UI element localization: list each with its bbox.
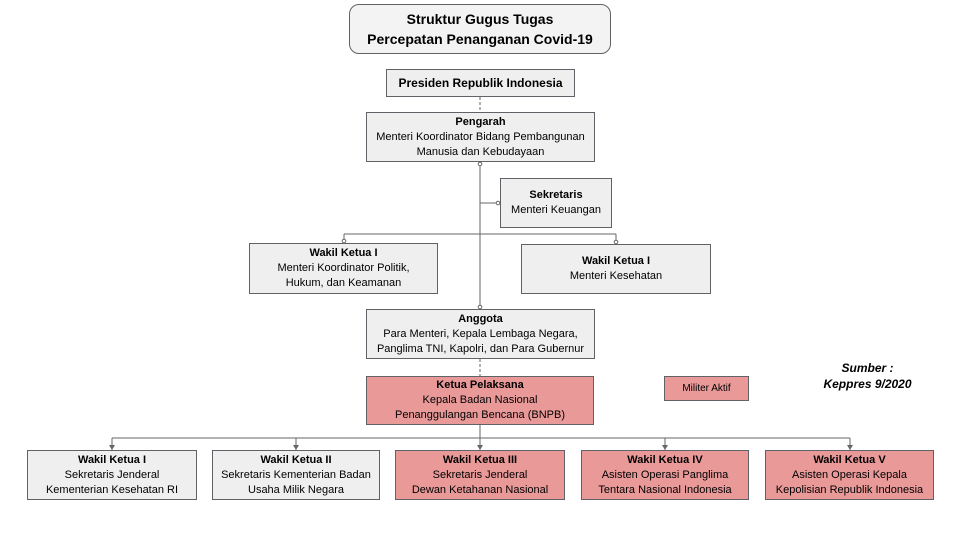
wakil-ketua-4-heading: Wakil Ketua IV: [627, 453, 703, 466]
node-presiden: Presiden Republik Indonesia: [386, 69, 575, 97]
chart-title: Struktur Gugus Tugas Percepatan Penangan…: [349, 4, 611, 54]
anggota-line-2: Panglima TNI, Kapolri, dan Para Gubernur: [376, 342, 585, 355]
node-wakil-ketua-3: Wakil Ketua III Sekretaris Jenderal Dewa…: [395, 450, 565, 500]
wakil-left-line-1: Menteri Koordinator Politik,: [277, 262, 410, 274]
title-line-2: Percepatan Penanganan Covid-19: [367, 31, 593, 47]
wakil-ketua-5-heading: Wakil Ketua V: [813, 453, 886, 466]
legend-label: Militer Aktif: [682, 383, 731, 394]
wakil-ketua-3-line-2: Dewan Ketahanan Nasional: [411, 483, 549, 496]
presiden-label: Presiden Republik Indonesia: [398, 75, 563, 90]
wakil-ketua-2-heading: Wakil Ketua II: [260, 453, 332, 466]
wakil-ketua-1-line-2: Kementerian Kesehatan RI: [45, 483, 179, 496]
sekretaris-heading: Sekretaris: [529, 189, 583, 201]
wakil-ketua-2-line-2: Usaha Milik Negara: [248, 483, 344, 496]
anggota-heading: Anggota: [458, 312, 503, 325]
anggota-line-1: Para Menteri, Kepala Lembaga Negara,: [383, 327, 578, 340]
legend-militer-aktif: Militer Aktif: [664, 376, 749, 401]
wakil-ketua-5-line-1: Asisten Operasi Kepala: [792, 468, 907, 481]
node-wakil-ketua-kesehatan: Wakil Ketua I Menteri Kesehatan: [521, 244, 711, 294]
node-pengarah: Pengarah Menteri Koordinator Bidang Pemb…: [366, 112, 595, 162]
wakil-ketua-4-line-2: Tentara Nasional Indonesia: [598, 483, 732, 496]
wakil-ketua-1-line-1: Sekretaris Jenderal: [64, 468, 160, 481]
wakil-ketua-2-line-1: Sekretaris Kementerian Badan: [221, 468, 371, 481]
wakil-ketua-3-line-1: Sekretaris Jenderal: [432, 468, 528, 481]
wakil-ketua-1-heading: Wakil Ketua I: [77, 453, 147, 466]
node-wakil-ketua-4: Wakil Ketua IV Asisten Operasi Panglima …: [581, 450, 749, 500]
sekretaris-line-1: Menteri Keuangan: [511, 204, 601, 216]
source-line-2: Keppres 9/2020: [823, 377, 912, 391]
node-wakil-ketua-1: Wakil Ketua I Sekretaris Jenderal Kement…: [27, 450, 197, 500]
node-anggota: Anggota Para Menteri, Kepala Lembaga Neg…: [366, 309, 595, 359]
wakil-ketua-3-heading: Wakil Ketua III: [442, 453, 518, 466]
wakil-ketua-5-line-2: Kepolisian Republik Indonesia: [775, 483, 924, 496]
pengarah-line-1: Menteri Koordinator Bidang Pembangunan: [376, 130, 585, 143]
wakil-right-line-1: Menteri Kesehatan: [569, 270, 663, 282]
wakil-left-line-2: Hukum, dan Keamanan: [285, 277, 402, 289]
source-note: Sumber : Keppres 9/2020: [810, 360, 925, 392]
ketua-line-1: Kepala Badan Nasional: [422, 394, 538, 406]
pengarah-line-2: Manusia dan Kebudayaan: [416, 145, 545, 158]
wakil-right-heading: Wakil Ketua I: [581, 255, 651, 267]
node-wakil-ketua-5: Wakil Ketua V Asisten Operasi Kepala Kep…: [765, 450, 934, 500]
source-line-1: Sumber :: [841, 361, 894, 375]
pengarah-heading: Pengarah: [455, 115, 506, 128]
node-wakil-ketua-politik: Wakil Ketua I Menteri Koordinator Politi…: [249, 243, 438, 294]
wakil-ketua-4-line-1: Asisten Operasi Panglima: [601, 468, 729, 481]
node-ketua-pelaksana: Ketua Pelaksana Kepala Badan Nasional Pe…: [366, 376, 594, 425]
wakil-left-heading: Wakil Ketua I: [309, 247, 378, 259]
node-sekretaris: Sekretaris Menteri Keuangan: [500, 178, 612, 228]
ketua-heading: Ketua Pelaksana: [436, 379, 524, 391]
node-wakil-ketua-2: Wakil Ketua II Sekretaris Kementerian Ba…: [212, 450, 380, 500]
title-line-1: Struktur Gugus Tugas: [406, 11, 554, 27]
ketua-line-2: Penanggulangan Bencana (BNPB): [394, 409, 565, 421]
